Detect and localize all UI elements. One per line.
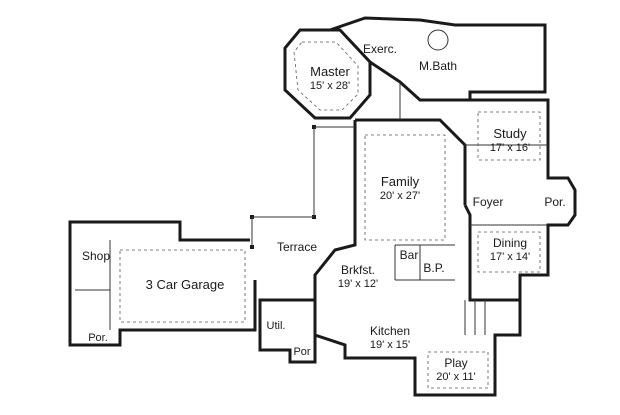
play-dims: 20' x 11': [436, 371, 475, 383]
kitchen-walls: [313, 300, 522, 397]
breakfast-dims: 19' x 12': [338, 278, 378, 290]
butler-pantry-label: B.P.: [423, 261, 444, 275]
master-label: Master: [310, 64, 350, 79]
foyer-label: Foyer: [473, 195, 504, 209]
master-dims: 15' x 28': [310, 80, 350, 92]
porch-front-label: Por.: [544, 195, 565, 209]
exercise-label: Exerc.: [363, 42, 397, 56]
stair-detail: [427, 29, 486, 335]
breakfast-walls: [258, 120, 357, 330]
family-ceiling: [364, 134, 446, 241]
family-dims: 20' x 27': [380, 190, 420, 202]
play-ceiling: [427, 351, 489, 389]
study-dims: 17' x 16': [490, 142, 530, 154]
study-dining-walls: [463, 98, 577, 302]
utility-label: Util.: [267, 320, 286, 332]
family-label: Family: [381, 174, 420, 189]
play-label: Play: [444, 356, 467, 370]
bath-wing-walls: [329, 16, 547, 102]
porch-garage-label: Por.: [88, 332, 108, 344]
master-ceiling: [293, 41, 359, 111]
shop-label: Shop: [82, 249, 110, 263]
garage-interior: [119, 249, 246, 323]
master-suite-walls: [283, 28, 372, 120]
garage-label: 3 Car Garage: [146, 277, 225, 292]
garage-wing-walls: [68, 220, 257, 347]
dining-ceiling: [477, 231, 541, 273]
dining-dims: 17' x 14': [490, 251, 530, 263]
breakfast-label: Brkfst.: [341, 263, 375, 277]
study-label: Study: [493, 126, 527, 141]
main-body-walls: [355, 118, 467, 205]
util-walls: [258, 330, 317, 364]
kitchen-dims: 19' x 15': [370, 339, 410, 351]
study-ceiling: [477, 111, 541, 161]
bar-label: Bar: [400, 248, 419, 262]
terrace-label: Terrace: [277, 240, 317, 254]
porch-side-label: Por: [293, 346, 310, 358]
master-bath-label: M.Bath: [419, 59, 457, 73]
dining-label: Dining: [493, 236, 527, 250]
kitchen-label: Kitchen: [370, 324, 410, 338]
